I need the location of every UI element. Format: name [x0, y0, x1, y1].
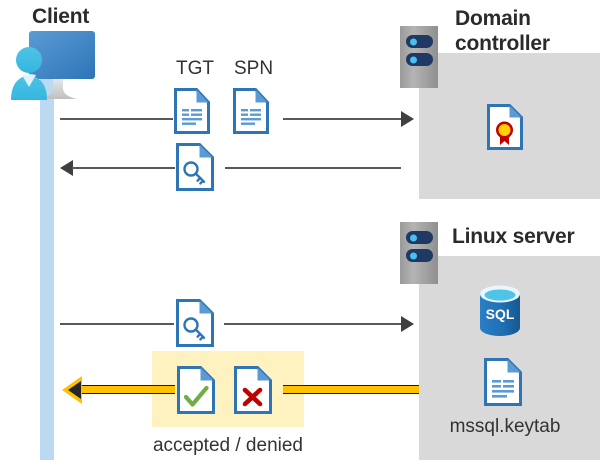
- result-caption: accepted / denied: [152, 435, 303, 456]
- msg-tgt-spn-arrowhead: [401, 111, 414, 127]
- result-line-right: [283, 385, 419, 394]
- key-document-icon-presented: [176, 299, 214, 347]
- sql-database-text: SQL: [486, 306, 515, 322]
- client-label: Client: [32, 5, 90, 28]
- msg-ticket-returned-line-left: [72, 167, 175, 169]
- keytab-document-icon: [484, 358, 522, 406]
- msg-ticket-returned-line-right: [225, 167, 401, 169]
- msg-tgt-spn-line-right: [283, 118, 401, 120]
- tgt-document-icon: [174, 88, 210, 134]
- key-document-icon-returned: [176, 143, 214, 191]
- domain-controller-label-line2: controller: [455, 32, 550, 55]
- sql-database-icon: SQL: [477, 283, 523, 339]
- certificate-document-icon: [487, 104, 523, 150]
- msg-ticket-presented-arrowhead: [401, 316, 414, 332]
- msg-ticket-presented-line-right: [224, 323, 401, 325]
- result-arrowhead-inner: [68, 381, 81, 399]
- keytab-label: mssql.keytab: [449, 416, 561, 437]
- msg-tgt-spn-line-left: [60, 118, 173, 120]
- spn-document-icon: [233, 88, 269, 134]
- msg-ticket-presented-line-left: [60, 323, 174, 325]
- user-at-computer-icon: [5, 26, 97, 102]
- result-line-left: [82, 385, 175, 394]
- domain-controller-rack-icon: [400, 26, 438, 88]
- domain-controller-label-line1: Domain: [455, 7, 531, 30]
- tgt-label: TGT: [176, 58, 214, 79]
- accepted-document-icon: [177, 366, 215, 414]
- linux-server-label: Linux server: [452, 225, 575, 248]
- denied-document-icon: [234, 366, 272, 414]
- msg-ticket-returned-arrowhead: [60, 160, 73, 176]
- client-lifeline: [40, 75, 54, 460]
- linux-server-rack-icon: [400, 222, 438, 284]
- spn-label: SPN: [234, 58, 274, 79]
